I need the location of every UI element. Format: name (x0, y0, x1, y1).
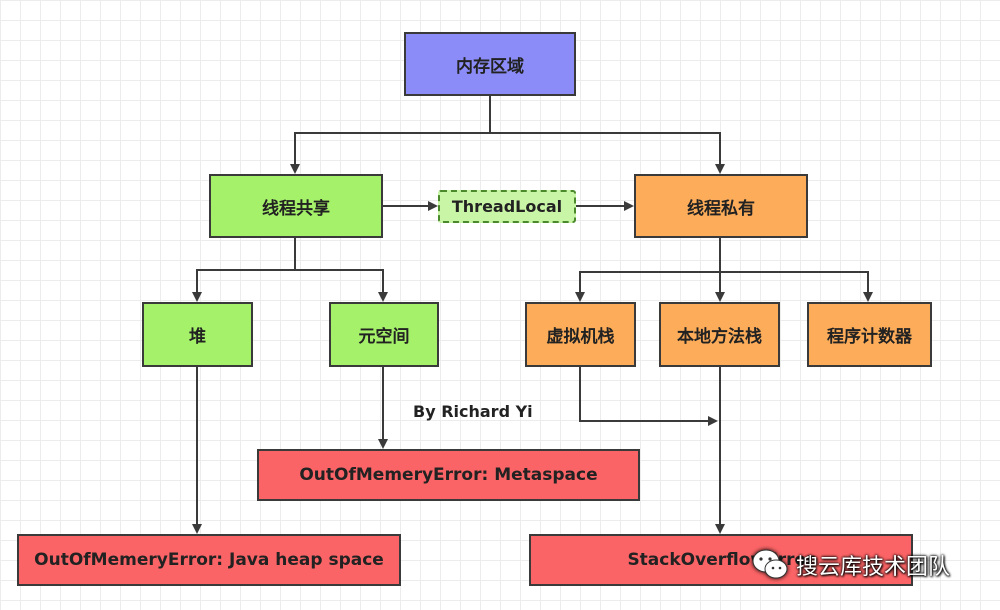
edge-shared-heap (192, 238, 296, 302)
node-thread-private: 线程私有 (634, 174, 808, 238)
node-native-method-stack: 本地方法栈 (659, 302, 780, 367)
edge-vmstack-merge (579, 367, 718, 426)
node-threadlocal: ThreadLocal (438, 190, 576, 223)
node-metaspace: 元空间 (329, 302, 439, 367)
wechat-icon (752, 548, 788, 582)
node-thread-shared: 线程共享 (209, 174, 383, 238)
edge-root-private (490, 132, 725, 174)
node-oom-heap: OutOfMemeryError: Java heap space (17, 534, 401, 586)
edge-root-shared (290, 96, 491, 174)
author-credit: By Richard Yi (413, 402, 533, 421)
node-memory-area: 内存区域 (404, 32, 576, 96)
watermark-text: 搜云库技术团队 (796, 555, 951, 580)
watermark: 搜云库技术团队 (752, 548, 950, 582)
edge-shared-metaspace (295, 269, 388, 302)
node-heap: 堆 (142, 302, 253, 367)
node-vm-stack: 虚拟机栈 (525, 302, 636, 367)
node-program-counter: 程序计数器 (807, 302, 932, 367)
node-oom-metaspace: OutOfMemeryError: Metaspace (257, 449, 640, 501)
edge-private-pc (720, 271, 873, 302)
edge-private-vmstack (575, 238, 721, 302)
